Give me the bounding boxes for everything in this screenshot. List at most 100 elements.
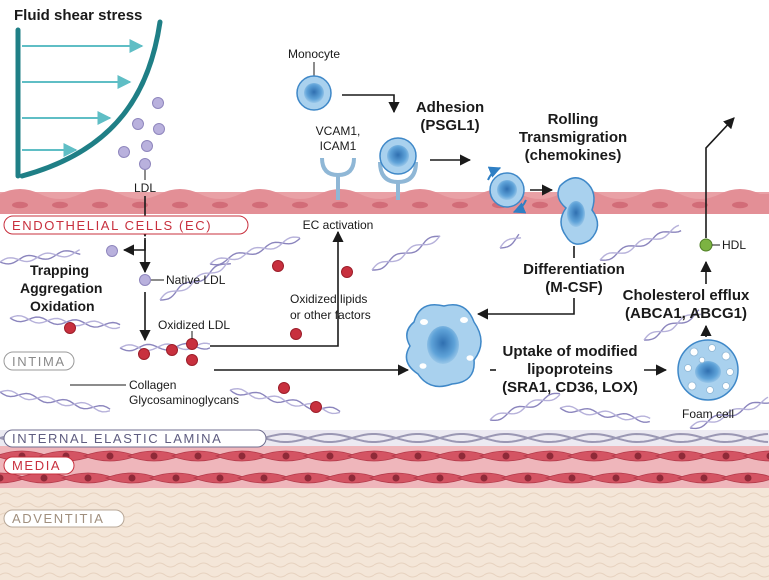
uptake-label-3: (SRA1, CD36, LOX) (502, 379, 638, 396)
layer-label-intima: INTIMA (3, 351, 75, 371)
vcam-receptor (320, 157, 356, 200)
svg-text:MEDIA: MEDIA (12, 458, 61, 473)
other-factors-label: or other factors (290, 308, 371, 322)
smooth-muscle-nucleus (84, 474, 92, 482)
svg-text:INTIMA: INTIMA (12, 354, 66, 369)
trapping-label: Trapping (30, 262, 89, 278)
uptake-label-2: lipoproteins (527, 361, 613, 378)
collagen-fiber (689, 396, 769, 430)
transmigration-label: Transmigration (519, 129, 627, 146)
collagen-label: Collagen (129, 378, 176, 392)
smooth-muscle-nucleus (766, 452, 769, 460)
vcam1-label: VCAM1, (316, 124, 361, 138)
aggregation-label: Aggregation (20, 280, 102, 296)
ec-nucleus (372, 201, 388, 209)
collagen-fiber (0, 249, 81, 265)
smooth-muscle-nucleus (0, 474, 4, 482)
oxidation-label: Oxidation (30, 298, 95, 314)
ec-nucleus (612, 201, 628, 209)
layer-label-adventitia: ADVENTITIA (3, 509, 125, 528)
native-ldl-label: Native LDL (166, 273, 226, 287)
collagen-fiber (599, 224, 682, 261)
smooth-muscle-nucleus (524, 474, 532, 482)
media-layer (0, 446, 769, 488)
rolling-monocyte (487, 166, 527, 214)
ec-nucleus (652, 201, 668, 209)
native-ldl-particle (139, 274, 151, 286)
collagen-fiber (0, 389, 111, 413)
ec-nucleus (452, 201, 468, 209)
smooth-muscle-nucleus (722, 452, 730, 460)
icam1-label: ICAM1 (320, 139, 357, 153)
layer-label-internal-elastic-lamina: INTERNAL ELASTIC LAMINA (3, 429, 267, 448)
collagen-fiber (643, 309, 702, 341)
layer-label-media: MEDIA (3, 456, 75, 475)
foam-cell (677, 339, 739, 401)
ec-nucleus (132, 201, 148, 209)
cholesterol-efflux-label: Cholesterol efflux (623, 287, 750, 304)
ec-nucleus (172, 201, 188, 209)
smooth-muscle-cell (742, 450, 769, 462)
smooth-muscle-nucleus (370, 452, 378, 460)
smooth-muscle-nucleus (216, 474, 224, 482)
abca-label: (ABCA1, ABCG1) (625, 305, 747, 322)
smooth-muscle-nucleus (568, 474, 576, 482)
smooth-muscle-nucleus (40, 474, 48, 482)
smooth-muscle-nucleus (150, 452, 158, 460)
shear-stress-profile (15, 19, 163, 179)
ec-nucleus (412, 201, 428, 209)
macrophage-cell (405, 304, 482, 388)
ec-activation-label: EC activation (303, 218, 374, 232)
monocyte-cell (296, 75, 332, 111)
smooth-muscle-nucleus (106, 452, 114, 460)
smooth-muscle-nucleus (436, 474, 444, 482)
collagen-fiber (489, 392, 561, 421)
ec-nucleus (52, 201, 68, 209)
ec-nucleus (292, 201, 308, 209)
smooth-muscle-nucleus (612, 474, 620, 482)
collagen-fiber (371, 235, 441, 271)
adventitia-layer (0, 488, 769, 580)
chemokines-label: (chemokines) (525, 147, 622, 164)
ec-nucleus (732, 201, 748, 209)
collagen-fiber (499, 233, 522, 249)
differentiation-label: Differentiation (523, 261, 625, 278)
adhering-monocyte (378, 137, 418, 200)
collagen-fiber (209, 236, 301, 266)
monocyte-arrow (342, 94, 400, 114)
ec-nucleus (252, 201, 268, 209)
smooth-muscle-nucleus (744, 474, 752, 482)
smooth-muscle-nucleus (238, 452, 246, 460)
hdl-label: HDL (722, 238, 746, 252)
ec-nucleus (212, 201, 228, 209)
smooth-muscle-nucleus (546, 452, 554, 460)
ldl-label: LDL (134, 181, 156, 195)
smooth-muscle-nucleus (502, 452, 510, 460)
foam-cell-label: Foam cell (682, 407, 734, 421)
collagen-fiber (559, 405, 651, 423)
smooth-muscle-nucleus (304, 474, 312, 482)
mcsf-label: (M-CSF) (545, 279, 602, 296)
smooth-muscle-nucleus (194, 452, 202, 460)
smooth-muscle-nucleus (700, 474, 708, 482)
ec-nucleus (92, 201, 108, 209)
svg-text:ENDOTHELIAL CELLS (EC): ENDOTHELIAL CELLS (EC) (12, 218, 212, 233)
monocyte-label: Monocyte (288, 47, 340, 61)
rolling-label: Rolling (548, 111, 599, 128)
smooth-muscle-nucleus (590, 452, 598, 460)
smooth-muscle-nucleus (348, 474, 356, 482)
smooth-muscle-nucleus (128, 474, 136, 482)
ec-nucleus (332, 201, 348, 209)
uptake-label-1: Uptake of modified (502, 343, 637, 360)
smooth-muscle-nucleus (480, 474, 488, 482)
ec-nucleus (692, 201, 708, 209)
smooth-muscle-nucleus (392, 474, 400, 482)
hdl-exit-arrow (705, 117, 735, 238)
smooth-muscle-nucleus (414, 452, 422, 460)
svg-text:INTERNAL ELASTIC LAMINA: INTERNAL ELASTIC LAMINA (12, 431, 222, 446)
oxidized-ldl-label: Oxidized LDL (158, 318, 230, 332)
smooth-muscle-nucleus (326, 452, 334, 460)
collagen-fiber (9, 314, 121, 330)
glycosaminoglycans-label: Glycosaminoglycans (129, 393, 239, 407)
